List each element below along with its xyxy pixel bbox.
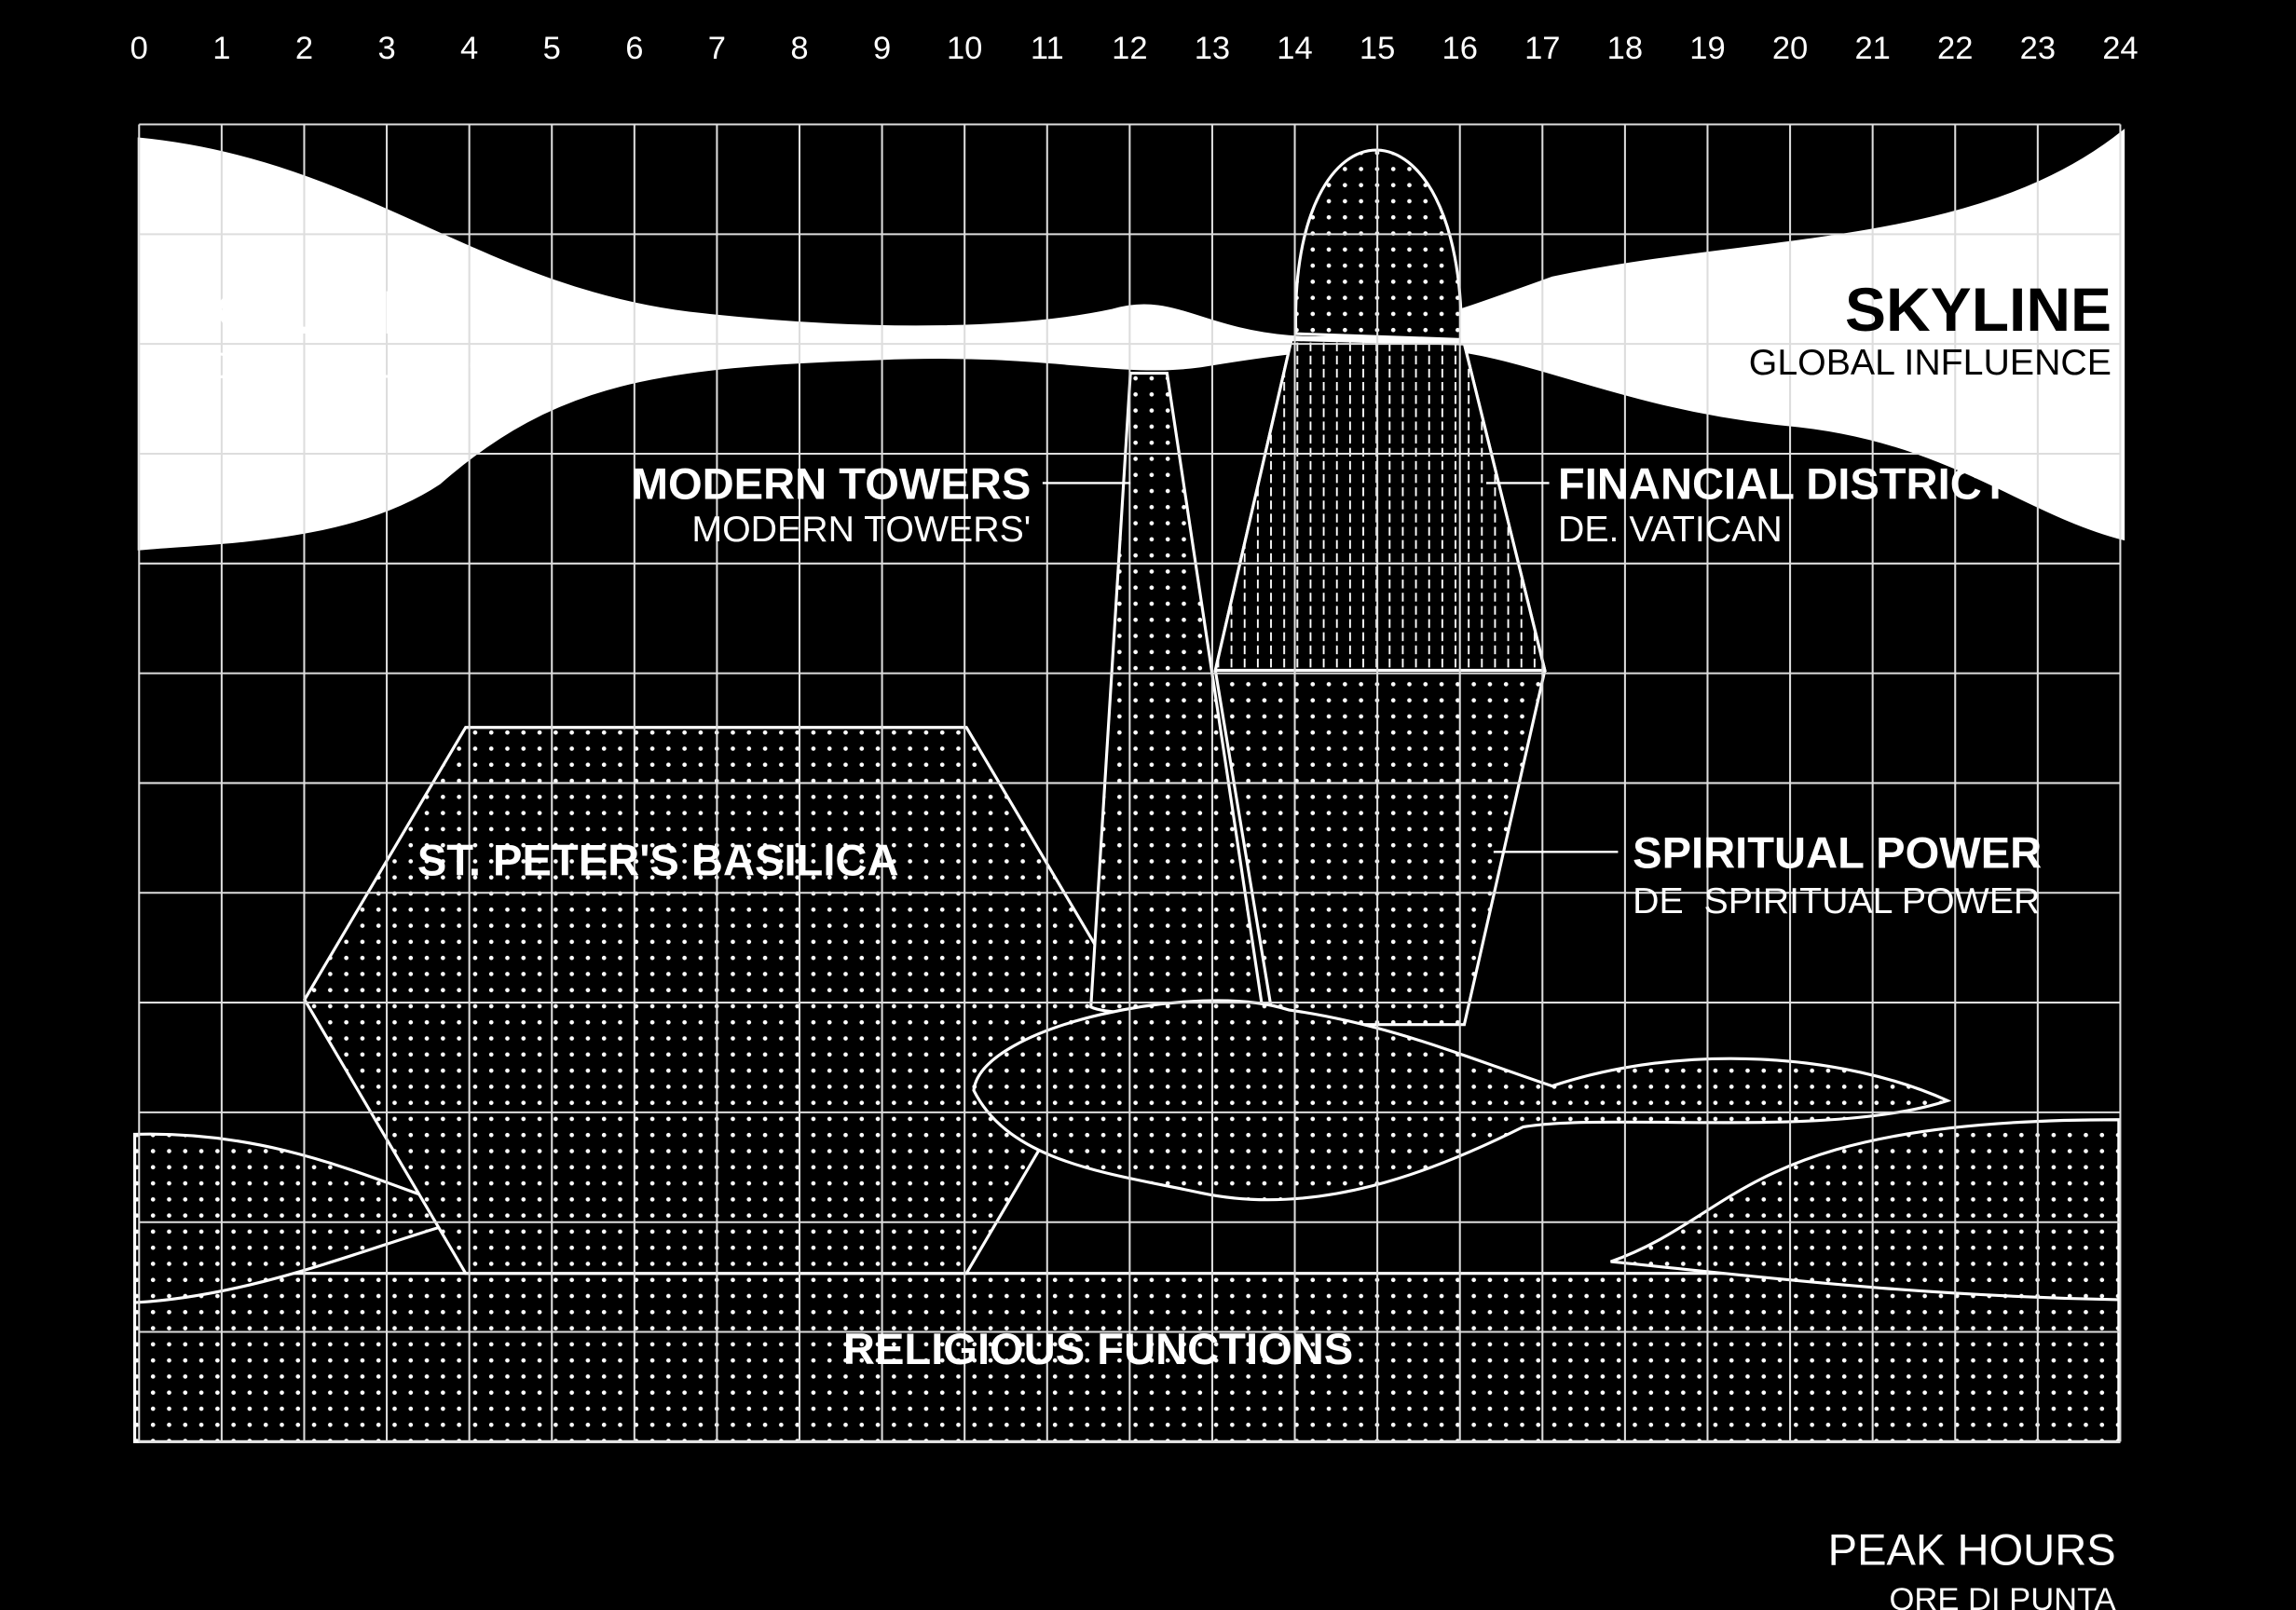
hour-tick-label: 5 (543, 31, 561, 66)
hour-tick-label: 11 (1031, 31, 1064, 66)
hour-tick-label: 14 (1277, 31, 1312, 66)
hour-tick-label: 17 (1524, 31, 1560, 66)
modern-towers-title: MODERN TOWERS (632, 459, 1032, 509)
hour-tick-label: 0 (130, 31, 148, 66)
hour-tick-label: 20 (1772, 31, 1808, 66)
leader-lines (1042, 482, 1619, 853)
hour-tick-label: 16 (1442, 31, 1477, 66)
hour-tick-label: 13 (1195, 31, 1230, 66)
basilica-title: ST. PETER'S BASILICA (417, 835, 899, 884)
hour-tick-label: 12 (1112, 31, 1147, 66)
hour-tick-label: 18 (1607, 31, 1643, 66)
hour-tick-label: 4 (460, 31, 478, 66)
modern-towers-subtitle: MODERN TOWERS' (691, 509, 1031, 550)
hour-tick-label: 8 (790, 31, 808, 66)
peak-hours-title: PEAK HOURS (1828, 1524, 2116, 1574)
religious-functions-title: RELIGIOUS FUNCTIONS (843, 1324, 1353, 1373)
financial-district-title: FINANCIAL DISTRICT (1558, 459, 2009, 509)
hour-tick-label: 3 (377, 31, 395, 66)
financial-district-subtitle: DE. VATICAN (1558, 509, 1783, 550)
hour-tick-label: 7 (708, 31, 726, 66)
skyline-left-title: SKYLINE (157, 278, 423, 347)
hour-tick-label: 24 (2102, 31, 2138, 66)
hour-tick-label: 10 (947, 31, 982, 66)
hour-tick-label: 1 (212, 31, 230, 66)
hour-tick-label: 6 (625, 31, 643, 66)
hour-tick-label: 21 (1854, 31, 1890, 66)
spiritual-power-subtitle: DE SPIRITUAL POWER (1633, 880, 2040, 921)
hour-tick-label: 19 (1689, 31, 1725, 66)
spiritual-power-title: SPIRITUAL POWER (1633, 828, 2042, 878)
hour-tick-label: 2 (295, 31, 313, 66)
peak-hours-subtitle: ORE DI PUNTA (1890, 1582, 2116, 1610)
skyline-right-subtitle: GLOBAL INFLUENCE (1749, 342, 2112, 383)
grid (138, 123, 2122, 1443)
skyline-right-title: SKYLINE (1845, 275, 2112, 344)
hour-tick-label: 15 (1360, 31, 1395, 66)
skyline-left-subtitle: GLOBAL INFLUENCE (157, 345, 519, 386)
hour-tick-label: 9 (873, 31, 891, 66)
hour-tick-label: 22 (1937, 31, 1973, 66)
hour-tick-label: 23 (2020, 31, 2056, 66)
financial-district-shape (1213, 148, 1547, 1027)
